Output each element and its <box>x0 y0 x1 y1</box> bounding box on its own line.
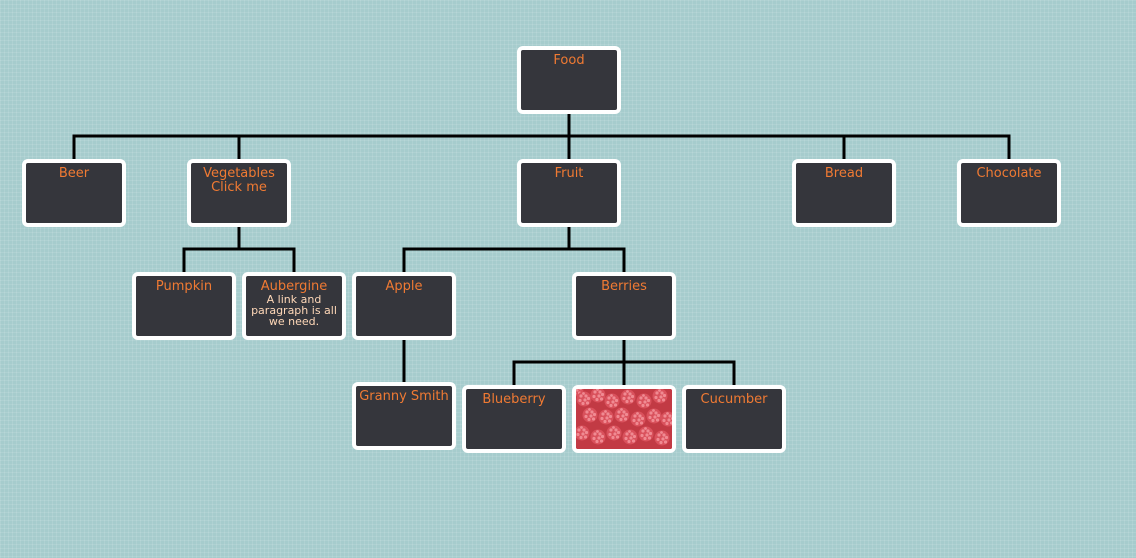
node-food: Food <box>517 46 621 114</box>
node-label: Chocolate <box>976 166 1042 181</box>
node-aubergine: Aubergine A link and paragraph is all we… <box>242 272 346 340</box>
node-label: Blueberry <box>482 392 546 407</box>
node-label: Cucumber <box>700 392 768 407</box>
node-granny-smith: Granny Smith <box>352 382 456 450</box>
node-label: Bread <box>824 166 864 181</box>
click-me-link[interactable]: Click me <box>211 180 267 195</box>
connector-vegetables-children <box>182 225 296 275</box>
node-pumpkin: Pumpkin <box>132 272 236 340</box>
node-label: Fruit <box>554 166 584 181</box>
node-label: Berries <box>601 279 647 294</box>
node-vegetables: Vegetables Click me <box>187 159 291 227</box>
node-raspberry <box>572 385 676 453</box>
node-label: Apple <box>385 279 423 294</box>
node-label: Beer <box>58 166 90 181</box>
node-apple: Apple <box>352 272 456 340</box>
node-blueberry: Blueberry <box>462 385 566 453</box>
node-beer: Beer <box>22 159 126 227</box>
connector-food-children <box>72 112 1011 162</box>
node-fruit: Fruit <box>517 159 621 227</box>
node-label: Vegetables Click me <box>191 163 287 195</box>
node-paragraph: A link and paragraph is all we need. <box>251 293 337 328</box>
raspberries-photo <box>576 389 672 449</box>
node-label: Pumpkin <box>155 279 213 294</box>
connector-berries-children <box>512 338 736 388</box>
node-label: Granny Smith <box>359 389 449 404</box>
node-label: Aubergine <box>260 279 328 294</box>
node-cucumber: Cucumber <box>682 385 786 453</box>
node-chocolate: Chocolate <box>957 159 1061 227</box>
node-berries: Berries <box>572 272 676 340</box>
node-label: Food <box>553 53 585 68</box>
connector-fruit-children <box>402 225 626 275</box>
vegetables-label: Vegetables <box>203 166 275 181</box>
node-bread: Bread <box>792 159 896 227</box>
